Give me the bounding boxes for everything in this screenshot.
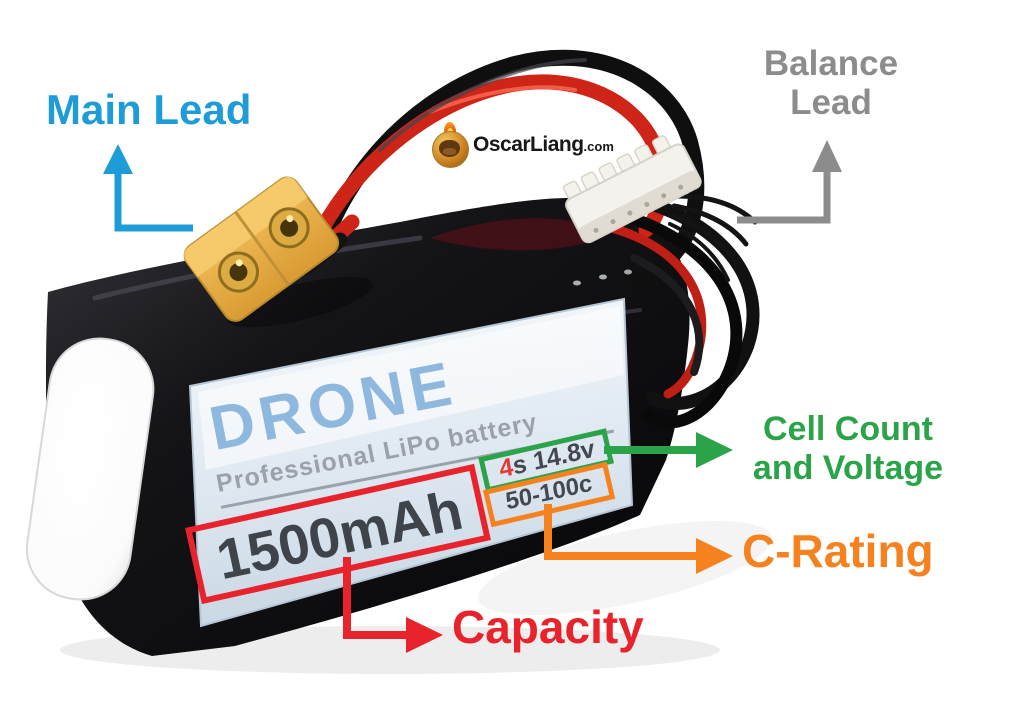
glint: [624, 269, 632, 275]
wire-highlight-black: [378, 58, 587, 152]
glint: [599, 274, 607, 280]
balance-lead-line1: Balance: [763, 44, 899, 83]
balance-lead-arrow: [737, 140, 842, 224]
c-rating-arrow: [544, 504, 733, 574]
xt60-connector: [183, 176, 340, 322]
watermark-logo: OscarLiang.com: [432, 121, 614, 168]
connector-shadow: [227, 276, 373, 328]
wire-loop-black-1: [591, 185, 760, 410]
balance-lead-line2: Lead: [790, 83, 872, 122]
battery-end-cap: [25, 337, 155, 601]
wire-loop-black-2: [606, 206, 743, 429]
cell-count-arrow: [604, 432, 733, 468]
logo-icon-wrap: [432, 121, 469, 168]
capacity-arrow: [343, 557, 443, 653]
main-lead-label: Main Lead: [46, 86, 252, 133]
c-rating-label: C-Rating: [742, 525, 934, 577]
balance-connector: [562, 135, 702, 244]
cell-count-line1: Cell Count: [763, 410, 933, 448]
logo-site-name: OscarLiang: [473, 133, 584, 156]
logo-text: OscarLiang.com: [473, 133, 614, 157]
cell-count-line2: and Voltage: [752, 449, 944, 487]
logo-tld: .com: [583, 139, 614, 154]
cell-count-highlight-box: [478, 428, 614, 493]
main-lead-arrow: [103, 144, 193, 232]
cell-count-label: Cell Count and Voltage: [726, 410, 970, 488]
balance-lead-label: Balance Lead: [748, 44, 914, 122]
wire-highlight-red: [428, 85, 577, 114]
capacity-highlight-box: [185, 463, 491, 605]
red-reflection: [430, 218, 612, 251]
battery-label-upper-band: [198, 306, 624, 470]
wire-loop-black-3: [630, 254, 704, 376]
dragon-badge-icon: [432, 131, 469, 168]
glint: [573, 280, 581, 286]
capacity-label: Capacity: [452, 601, 644, 653]
c-rating-highlight-box: [482, 461, 616, 528]
